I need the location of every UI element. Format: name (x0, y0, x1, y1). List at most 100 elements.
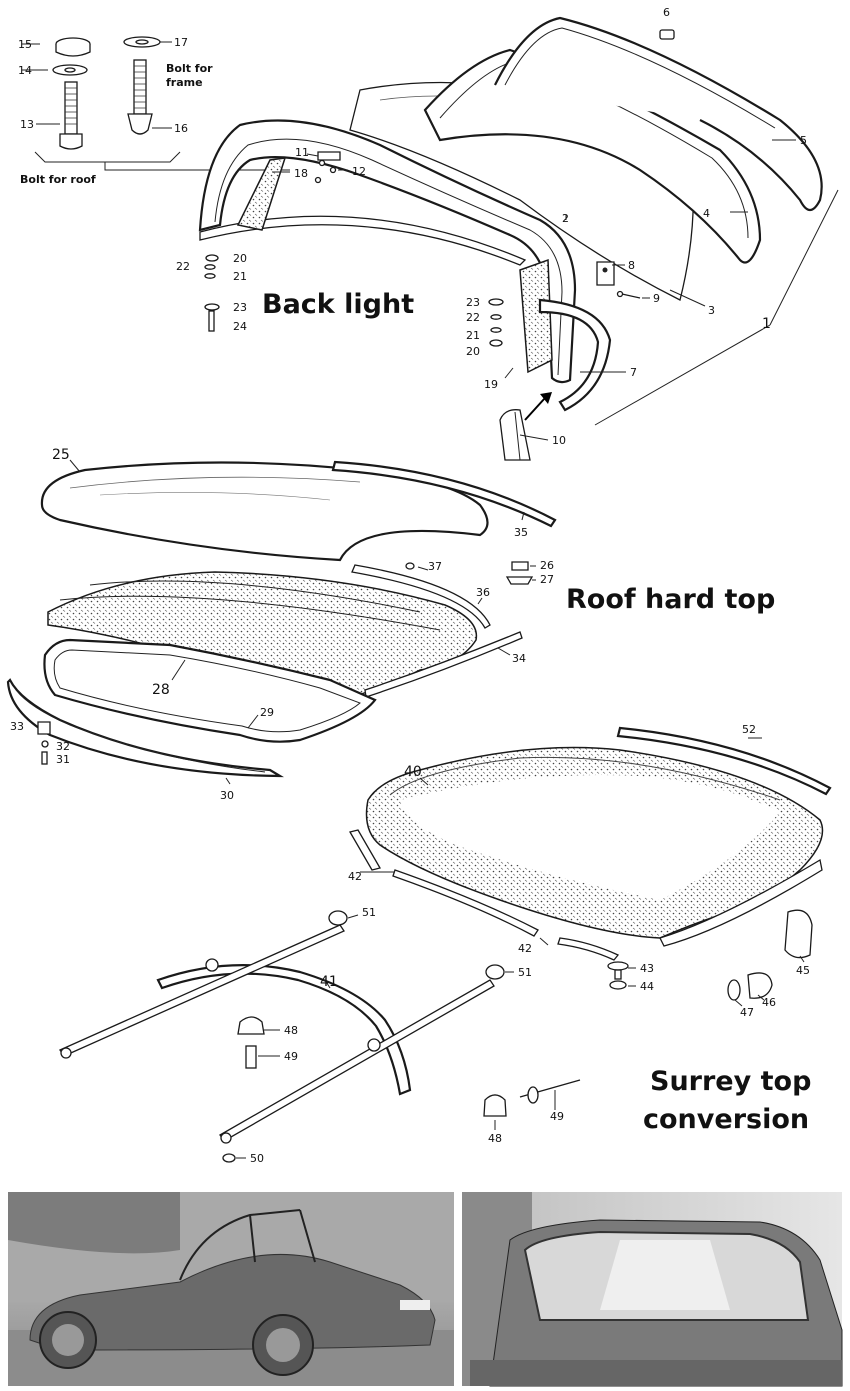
label-9: 9 (653, 292, 660, 305)
bolt-group (22, 36, 290, 171)
label-25: 25 (52, 447, 70, 463)
gusset-18 (236, 157, 287, 231)
label-48a: 48 (284, 1024, 298, 1037)
photo-hardtop (462, 1192, 843, 1387)
label-26: 26 (540, 559, 554, 572)
seal-5 (494, 16, 823, 212)
label-42b: 42 (518, 942, 532, 955)
label-33: 33 (10, 720, 24, 733)
bolt-49a (245, 1045, 257, 1069)
label-34: 34 (512, 652, 526, 665)
rail-52 (616, 726, 832, 796)
label-41: 41 (320, 974, 338, 990)
label-21a: 21 (233, 270, 247, 283)
label-17: 17 (174, 36, 188, 49)
bolt-16 (133, 59, 147, 115)
label-2: 2 (562, 212, 569, 225)
label-31: 31 (56, 753, 70, 766)
label-20a: 20 (233, 252, 247, 265)
labels: 15 14 13 17 16 Bolt for frame Bolt for r… (10, 6, 811, 1165)
label-3: 3 (708, 304, 715, 317)
label-8: 8 (628, 259, 635, 272)
washer-32 (41, 740, 49, 748)
label-28: 28 (152, 682, 170, 698)
label-32: 32 (56, 740, 70, 753)
strip-34 (364, 631, 523, 698)
strip-42a (349, 829, 381, 871)
post-10 (499, 409, 531, 461)
label-36: 36 (476, 586, 490, 599)
label-43: 43 (640, 962, 654, 975)
label-14: 14 (18, 64, 32, 77)
photo-convertible (8, 1192, 454, 1386)
label-48b: 48 (488, 1132, 502, 1145)
label-50: 50 (250, 1152, 264, 1165)
label-22a: 22 (176, 260, 190, 273)
roof-hard-top-assembly (6, 459, 557, 785)
label-22b: 22 (466, 311, 480, 324)
roof-shell-25 (40, 461, 489, 562)
bolt-43 (607, 961, 629, 971)
label-20b: 20 (466, 345, 480, 358)
section-surrey-line1: Surrey top (650, 1066, 811, 1097)
label-40: 40 (404, 764, 422, 780)
cap-23b (488, 298, 504, 306)
label-30: 30 (220, 789, 234, 802)
label-45: 45 (796, 964, 810, 977)
bolt-13 (64, 81, 78, 135)
screw-24 (208, 310, 215, 332)
nut-51a (328, 910, 348, 926)
plate-45 (784, 909, 813, 959)
label-44: 44 (640, 980, 654, 993)
label-49a: 49 (284, 1050, 298, 1063)
caption-bolt-frame-2: frame (166, 76, 203, 89)
caption-bolt-roof: Bolt for roof (20, 173, 96, 186)
label-23b: 23 (466, 296, 480, 309)
grommet-48a (237, 1016, 265, 1035)
label-49b: 49 (550, 1110, 564, 1123)
strip-42b (392, 869, 539, 937)
back-light-assembly (198, 16, 839, 461)
surrey-top-assembly (59, 726, 832, 1163)
cap-23a (204, 303, 220, 311)
label-7: 7 (630, 366, 637, 379)
label-19: 19 (484, 378, 498, 391)
rail-36 (351, 564, 491, 629)
section-surrey-line2: conversion (643, 1104, 809, 1135)
strip-42c (557, 937, 620, 961)
label-16: 16 (174, 122, 188, 135)
label-13: 13 (20, 118, 34, 131)
washer-47 (727, 979, 741, 1001)
clip-26 (511, 561, 529, 571)
weatherstrip-7 (538, 298, 612, 412)
knob-46 (747, 972, 773, 999)
screw-9 (621, 293, 641, 299)
frame-41 (156, 964, 412, 1096)
label-27: 27 (540, 573, 554, 586)
nut-51b (485, 964, 505, 980)
label-47: 47 (740, 1006, 754, 1019)
gasket-19 (519, 258, 553, 374)
label-51a: 51 (362, 906, 376, 919)
label-4: 4 (703, 207, 710, 220)
clip-6 (659, 29, 675, 40)
screw-31 (41, 751, 48, 765)
label-35: 35 (514, 526, 528, 539)
label-23a: 23 (233, 301, 247, 314)
label-21b: 21 (466, 329, 480, 342)
label-29: 29 (260, 706, 274, 719)
label-52: 52 (742, 723, 756, 736)
clip-27 (505, 576, 534, 585)
clip-37 (405, 562, 415, 570)
section-back-light: Back light (262, 289, 414, 320)
label-10: 10 (552, 434, 566, 447)
label-24: 24 (233, 320, 247, 333)
screw-12 (329, 166, 337, 174)
caption-bolt-frame-1: Bolt for (166, 62, 213, 75)
frame-2 (198, 119, 577, 384)
nut-50 (222, 1153, 236, 1163)
label-11: 11 (295, 146, 309, 159)
label-6: 6 (663, 6, 670, 19)
section-roof-hard-top: Roof hard top (566, 584, 775, 615)
